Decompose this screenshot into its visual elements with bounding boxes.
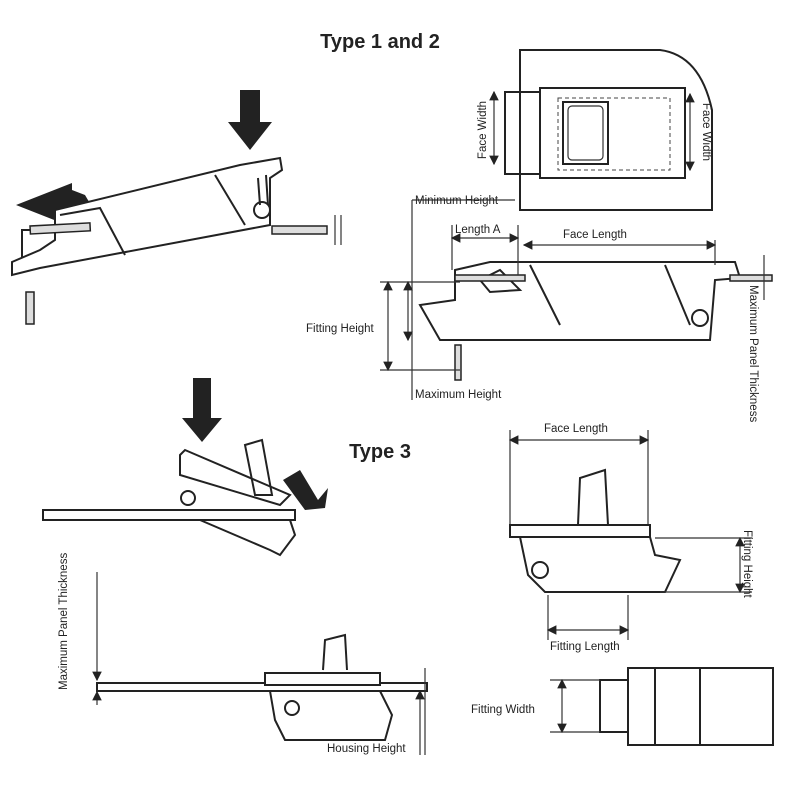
label-minimum-height: Minimum Height [415,195,499,207]
label-face-width-right: Face Width [700,103,712,161]
label-fitting-width: Fitting Width [471,704,535,716]
label-length-a: Length A [455,224,501,236]
label-fitting-height-type3: Fitting Height [741,530,753,599]
label-max-panel-thickness-type3: Maximum Panel Thickness [58,553,70,690]
label-face-length: Face Length [563,229,627,241]
type3-bottom-view: Fitting Width [471,667,774,746]
type12-top-view: Face Width Face Width [477,49,713,211]
label-maximum-height: Maximum Height [415,389,502,401]
label-face-width-left: Face Width [477,101,489,159]
label-face-length-type3: Face Length [544,423,608,435]
label-housing-height: Housing Height [327,743,406,755]
title-type-1-and-2: Type 1 and 2 [320,31,440,53]
label-fitting-height: Fitting Height [306,323,375,335]
down-arrow-icon [182,378,222,442]
type3-face-view: Face Length Fitting Height Fitting Lengt… [508,423,753,653]
type3-latch-opening [42,378,328,557]
label-fitting-length: Fitting Length [550,641,620,653]
title-type-3: Type 3 [349,441,411,463]
diagonal-arrow-icon [283,470,328,510]
down-arrow-icon [228,90,272,150]
type3-side-section: Maximum Panel Thickness Housing Height [58,553,428,755]
label-max-panel-thickness: Maximum Panel Thickness [747,285,759,422]
type12-side-section: Minimum Height Length A Face Length Fitt… [306,195,773,422]
type12-latch-opening [11,90,342,325]
